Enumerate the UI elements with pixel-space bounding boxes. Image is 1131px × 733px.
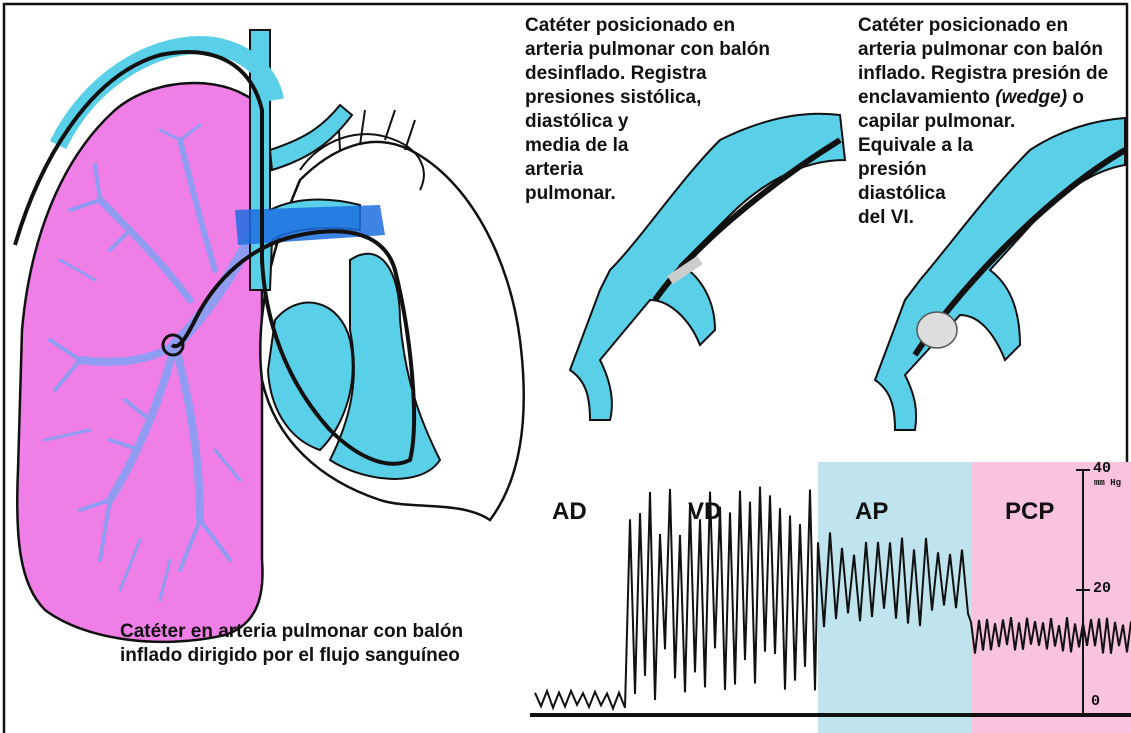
label-vd: VD (688, 498, 721, 526)
caption-deflated: Catéter posicionado en arteria pulmonar … (525, 14, 770, 206)
tick-20: 20 (1093, 580, 1111, 597)
caption-inflated: Catéter posicionado en arteria pulmonar … (858, 14, 1108, 230)
label-ap: AP (855, 498, 888, 526)
tick-40: 40 (1093, 460, 1111, 477)
label-pcp: PCP (1005, 498, 1054, 526)
tick-0: 0 (1091, 693, 1100, 710)
axis-unit: mm Hg (1094, 478, 1121, 488)
lung (17, 83, 262, 642)
label-ad: AD (552, 498, 587, 526)
caption-catheter: Catéter en arteria pulmonar con balón in… (120, 620, 463, 668)
